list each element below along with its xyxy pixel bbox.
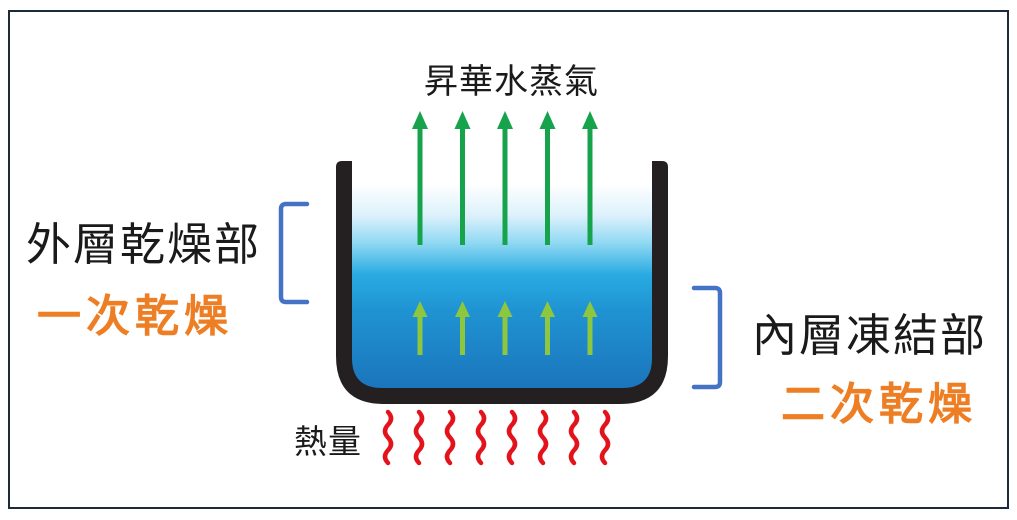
inner-arrowhead (582, 301, 598, 317)
vapor-arrowhead (497, 111, 513, 129)
product-fill (352, 161, 652, 388)
inner-arrowhead (540, 301, 555, 317)
vapor-arrows-group (412, 111, 598, 245)
vapor-arrowhead (582, 111, 598, 129)
heat-wave (537, 409, 549, 466)
secondary-drying-label: 二次乾燥 (781, 380, 977, 429)
heat-wave (382, 409, 394, 466)
heat-wave (599, 409, 611, 466)
inner-frozen-layer-label: 內層凍結部 (752, 310, 988, 361)
vapor-arrowhead (412, 111, 428, 129)
inner-arrowhead (412, 301, 428, 317)
sublimation-vapor-label: 昇華水蒸氣 (424, 63, 599, 101)
heat-wave (475, 409, 487, 466)
inner-arrows-group (412, 301, 598, 355)
heat-wave (506, 409, 518, 466)
vapor-arrowhead (454, 111, 471, 129)
vapor-arrowhead (539, 111, 556, 129)
heat-waves-group (382, 409, 611, 466)
heat-wave (568, 409, 580, 466)
heat-label: 熱量 (294, 423, 362, 460)
outer-drying-layer-label: 外層乾燥部 (26, 219, 262, 270)
heat-wave (444, 409, 456, 466)
primary-drying-label: 一次乾燥 (37, 292, 233, 341)
heat-wave (413, 409, 425, 466)
left-bracket (278, 201, 310, 305)
inner-arrowhead (455, 301, 470, 317)
right-bracket (691, 285, 723, 390)
inner-arrowhead (497, 301, 513, 317)
